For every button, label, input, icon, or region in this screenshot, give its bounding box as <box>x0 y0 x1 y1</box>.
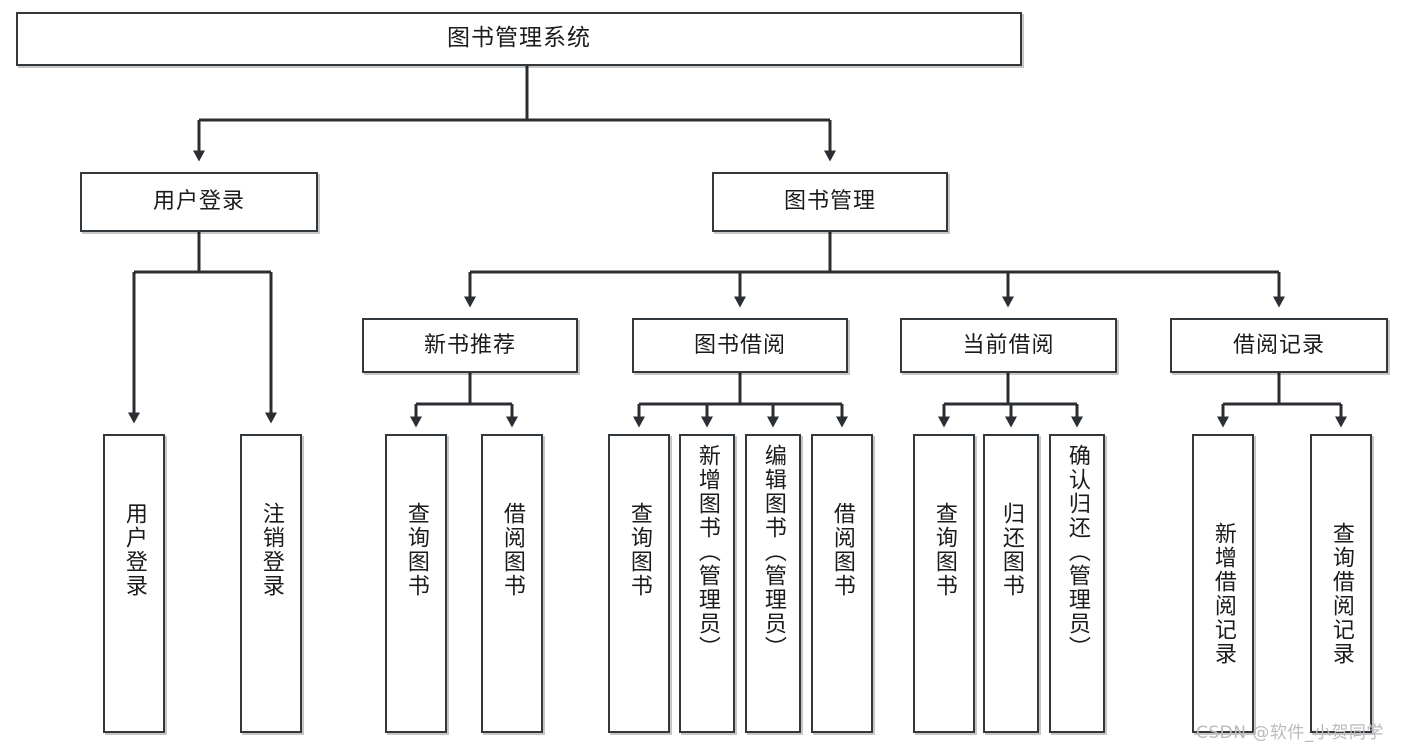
node-leaf-borrow-book-2-label: 借阅图书 <box>829 502 855 598</box>
node-leaf-query-book-2[interactable]: 查询图书 <box>608 434 670 733</box>
node-leaf-query-book-3[interactable]: 查询图书 <box>913 434 975 733</box>
node-leaf-add-book[interactable]: 新增图书（管理员） <box>679 434 735 733</box>
node-leaf-add-record-label: 新增借阅记录 <box>1210 522 1236 666</box>
node-leaf-query-book-2-label: 查询图书 <box>626 502 652 598</box>
node-leaf-borrow-book-1-label: 借阅图书 <box>499 502 525 598</box>
node-leaf-query-book-1-label: 查询图书 <box>403 502 429 598</box>
node-leaf-edit-book-label: 编辑图书（管理员） <box>760 444 786 660</box>
node-leaf-query-record-label: 查询借阅记录 <box>1328 522 1354 666</box>
node-book-borrow[interactable]: 图书借阅 <box>632 318 848 373</box>
node-leaf-user-login[interactable]: 用户登录 <box>103 434 165 733</box>
node-leaf-confirm-return[interactable]: 确认归还（管理员） <box>1049 434 1105 733</box>
node-current-borrow[interactable]: 当前借阅 <box>900 318 1117 373</box>
node-leaf-query-record[interactable]: 查询借阅记录 <box>1310 434 1372 733</box>
node-leaf-add-record[interactable]: 新增借阅记录 <box>1192 434 1254 733</box>
node-leaf-logout-label: 注销登录 <box>258 502 284 598</box>
node-user-login[interactable]: 用户登录 <box>80 172 318 232</box>
node-current-borrow-label: 当前借阅 <box>962 332 1055 358</box>
node-leaf-query-book-1[interactable]: 查询图书 <box>385 434 447 733</box>
node-new-book-rec[interactable]: 新书推荐 <box>362 318 578 373</box>
node-book-manage-label: 图书管理 <box>783 189 876 215</box>
node-leaf-borrow-book-2[interactable]: 借阅图书 <box>811 434 873 733</box>
node-leaf-return-book-label: 归还图书 <box>998 502 1024 598</box>
node-leaf-return-book[interactable]: 归还图书 <box>983 434 1039 733</box>
node-book-manage[interactable]: 图书管理 <box>712 172 948 232</box>
node-leaf-edit-book[interactable]: 编辑图书（管理员） <box>745 434 801 733</box>
node-borrow-record[interactable]: 借阅记录 <box>1170 318 1388 373</box>
node-leaf-user-login-label: 用户登录 <box>121 502 147 598</box>
node-root[interactable]: 图书管理系统 <box>16 12 1022 66</box>
node-leaf-query-book-3-label: 查询图书 <box>931 502 957 598</box>
node-book-borrow-label: 图书借阅 <box>693 332 786 358</box>
node-leaf-add-book-label: 新增图书（管理员） <box>694 444 720 660</box>
node-leaf-confirm-return-label: 确认归还（管理员） <box>1064 444 1090 660</box>
node-new-book-rec-label: 新书推荐 <box>423 332 516 358</box>
node-leaf-logout[interactable]: 注销登录 <box>240 434 302 733</box>
node-leaf-borrow-book-1[interactable]: 借阅图书 <box>481 434 543 733</box>
node-user-login-label: 用户登录 <box>152 189 245 215</box>
node-root-label: 图书管理系统 <box>447 25 591 52</box>
node-borrow-record-label: 借阅记录 <box>1232 332 1325 358</box>
csdn-watermark: CSDN @软件_小贺同学 <box>1196 723 1384 743</box>
